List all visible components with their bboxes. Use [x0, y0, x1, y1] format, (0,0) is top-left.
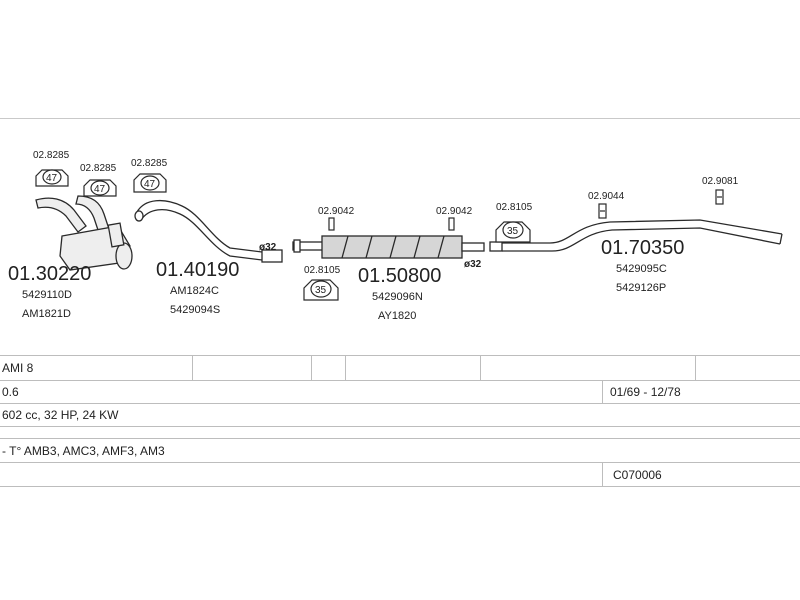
- clamp-4-ring: [310, 280, 332, 298]
- part-number-4[interactable]: 01.70350: [601, 237, 684, 259]
- accessory-label-6[interactable]: 02.8105: [304, 265, 341, 276]
- intermediate-pipe-outline-bottom: [140, 209, 263, 261]
- info-row-engine: 0.6 01/69 - 12/78: [0, 380, 800, 404]
- manifold-outlet: [115, 242, 133, 270]
- clamp-5-ring: [502, 221, 524, 239]
- part-number-2[interactable]: 01.40190: [156, 259, 239, 281]
- hanger-2[interactable]: [448, 217, 455, 231]
- row-divider: [602, 463, 603, 486]
- clamp-3-size: 47: [144, 179, 156, 190]
- tail-pipe-outline-top: [502, 219, 783, 244]
- muffler-outlet-pipe: [461, 242, 485, 252]
- part-4-ref-2: 5429126P: [616, 282, 666, 294]
- part-1-ref-1: 5429110D: [22, 289, 72, 301]
- row-divider: [345, 356, 346, 380]
- part-3-ref-2: AY1820: [378, 310, 416, 322]
- clamp-5-size: 35: [507, 226, 519, 237]
- hanger-2-body: [448, 217, 455, 231]
- muffler-segment-line-2: [365, 235, 373, 259]
- part-2-ref-1: AM1824C: [170, 285, 219, 297]
- engine-spec: 602 cc, 32 HP, 24 KW: [2, 408, 119, 422]
- hanger-1-body: [328, 217, 335, 231]
- clamp-4-size: 35: [315, 285, 327, 296]
- info-row-spec: 602 cc, 32 HP, 24 KW: [0, 404, 800, 427]
- model-name: AMI 8: [2, 361, 34, 375]
- front-pipe-assembly[interactable]: [35, 195, 133, 271]
- row-divider: [602, 380, 603, 403]
- manifold-flange: [107, 222, 125, 248]
- muffler-segment-line-4: [413, 235, 421, 259]
- clamp-2-size: 47: [94, 184, 106, 195]
- intermediate-pipe-tail: [261, 249, 283, 263]
- row-divider: [192, 356, 193, 380]
- row-divider: [480, 356, 481, 380]
- tail-pipe[interactable]: [489, 219, 783, 252]
- clamp-1-ring: [42, 169, 62, 185]
- accessory-label-2[interactable]: 02.8285: [80, 163, 117, 174]
- info-row-spacer: [0, 427, 800, 439]
- accessory-label-5[interactable]: 02.9042: [436, 206, 473, 217]
- info-row-types: - T° AMB3, AMC3, AMF3, AM3: [0, 439, 800, 463]
- rear-muffler[interactable]: [292, 235, 485, 259]
- muffler-inlet-stub: [293, 239, 301, 253]
- catalog-code: C070006: [613, 467, 662, 482]
- vehicle-types: - T° AMB3, AMC3, AMF3, AM3: [2, 443, 165, 458]
- engine-size: 0.6: [2, 384, 19, 399]
- accessory-label-1[interactable]: 02.8285: [33, 150, 70, 161]
- info-row-model: AMI 8: [0, 355, 800, 381]
- clamp-5[interactable]: [495, 221, 531, 243]
- accessory-label-7[interactable]: 02.8105: [496, 202, 533, 213]
- part-4-ref-1: 5429095C: [616, 263, 667, 275]
- accessory-label-3[interactable]: 02.8285: [131, 158, 168, 169]
- pipe-diameter-2: ø32: [464, 259, 482, 270]
- accessory-label-9[interactable]: 02.9081: [702, 176, 739, 187]
- clamp-3-ring: [140, 175, 160, 191]
- part-number-1[interactable]: 01.30220: [8, 263, 91, 285]
- clamp-4[interactable]: [303, 279, 339, 301]
- part-2-ref-2: 5429094S: [170, 304, 220, 316]
- part-3-ref-1: 5429096N: [372, 291, 423, 303]
- top-frame-line: [0, 118, 800, 119]
- clamp-2[interactable]: [83, 179, 117, 197]
- hanger-4[interactable]: [715, 189, 724, 205]
- clamp-1-size: 47: [46, 173, 58, 184]
- accessory-label-8[interactable]: 02.9044: [588, 191, 625, 202]
- manifold-branch-left: [35, 197, 87, 233]
- clamp-1[interactable]: [35, 169, 69, 187]
- muffler-segment-line-1: [341, 235, 349, 259]
- row-divider: [311, 356, 312, 380]
- tail-pipe-outline-bottom: [502, 227, 781, 252]
- production-years: 01/69 - 12/78: [610, 384, 681, 399]
- pipe-diameter-1: ø32: [259, 242, 277, 253]
- intermediate-pipe[interactable]: [134, 200, 283, 263]
- row-divider: [695, 356, 696, 380]
- part-1-ref-2: AM1821D: [22, 308, 71, 320]
- intermediate-pipe-outline-top: [136, 200, 263, 253]
- exhaust-diagram: 47 47 47 35 35 02.8285 02.8285 02.8285 0…: [8, 150, 783, 322]
- tail-pipe-start: [489, 241, 503, 252]
- part-number-3[interactable]: 01.50800: [358, 265, 441, 287]
- accessory-label-4[interactable]: 02.9042: [318, 206, 355, 217]
- clamp-3[interactable]: [133, 173, 167, 193]
- muffler-segment-line-3: [389, 235, 397, 259]
- intermediate-pipe-end: [134, 210, 144, 222]
- hanger-3[interactable]: [598, 203, 607, 219]
- hanger-1[interactable]: [328, 217, 335, 231]
- tail-pipe-end-cap: [779, 233, 783, 245]
- info-row-catalog: C070006: [0, 463, 800, 487]
- muffler-segment-line-5: [437, 235, 445, 259]
- clamp-2-ring: [90, 180, 110, 196]
